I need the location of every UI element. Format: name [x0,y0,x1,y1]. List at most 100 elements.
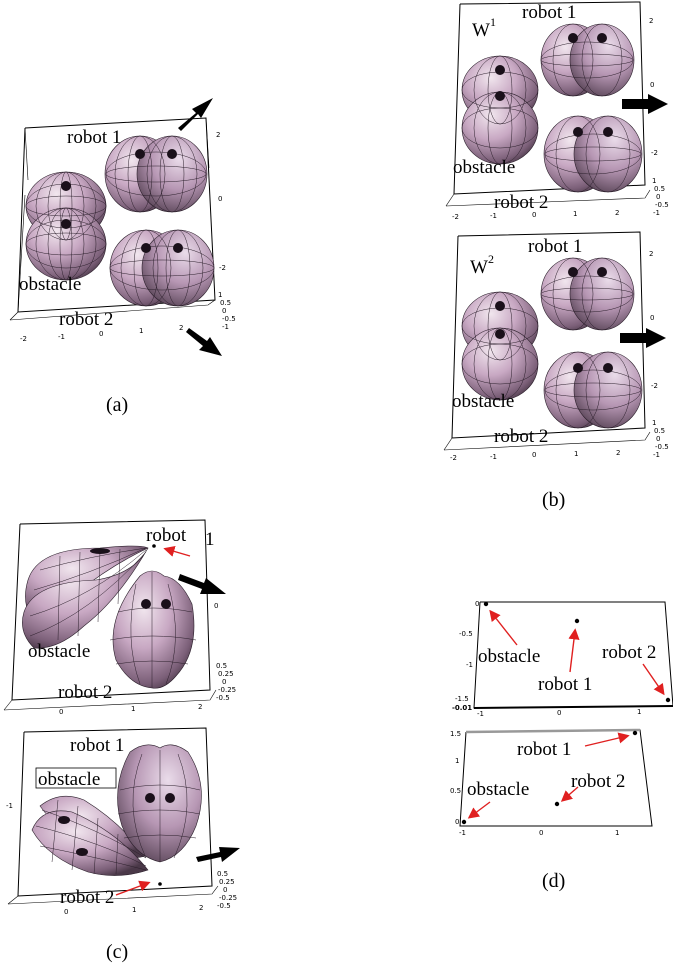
panel-b-bottom-direction-arrow [620,328,666,348]
svg-text:-2: -2 [452,213,459,221]
svg-text:-0.5: -0.5 [217,902,231,910]
panel-b-top-x-ticks: -2 -1 0 1 2 [452,209,619,221]
panel-b-bottom-robot1-label: robot 1 [528,236,582,257]
svg-text:0: 0 [650,81,654,89]
svg-text:-1: -1 [653,209,660,217]
panel-b-bottom: W 2 robot 1 obstacle robot 2 -2 -1 0 1 2… [443,231,669,511]
panel-b-bottom-z-ticks: 2 0 -2 [649,250,658,390]
panel-d-top-robot1-arrow [568,628,580,673]
panel-c-bottom-robot1-surface [117,744,202,863]
panel-b-top-obstacle-surface [461,55,539,165]
panel-a-direction-arrow-top [178,98,213,131]
svg-text:2: 2 [198,703,202,711]
panel-b-bottom-robot1-surface [540,257,635,331]
panel-c-bottom-direction-arrow [196,847,240,862]
panel-c-bottom-obstacle-surface [31,795,149,876]
panel-c-bottom-obstacle-label: obstacle [38,769,100,790]
svg-text:0: 0 [656,435,660,443]
svg-text:0.5: 0.5 [216,662,227,670]
panel-a: robot 1 obstacle robot 2 -2 -1 0 1 2 1 0… [9,98,236,416]
panel-b-top: W 1 robot 1 obstacle robot 2 -2 -1 0 1 2… [445,1,669,221]
svg-text:0.25: 0.25 [219,878,235,886]
panel-d-top: obstacle robot 1 robot 2 -1 0 1 0 -0.5 -… [452,600,673,718]
panel-d-top-obstacle-point [483,601,489,607]
panel-d-top-robot2-label: robot 2 [602,642,656,663]
svg-text:0.5: 0.5 [220,299,231,307]
panel-d-bottom-robot1-point [632,730,638,736]
svg-text:1: 1 [574,450,578,458]
panel-d-bottom-robot2-label: robot 2 [571,771,625,792]
panel-a-z-ticks: 2 0 -2 [216,131,226,272]
svg-text:1: 1 [652,177,656,185]
panel-a-obstacle-surface [25,171,107,281]
panel-c-top-x-ticks: 0 1 2 [59,703,202,716]
panel-d-bottom-robot2-arrow [560,786,579,802]
panel-c-top: robot 1 obstacle robot 2 0 1 2 0.5 0.25 … [3,519,236,716]
panel-b-bottom-robot2-label: robot 2 [494,426,548,447]
svg-text:2: 2 [616,449,620,457]
panel-d-caption: (d) [542,870,565,892]
panel-d-bottom-obstacle-label: obstacle [467,779,529,800]
svg-text:-1: -1 [477,710,484,718]
panel-d-top-robot1-point [574,618,580,624]
svg-text:-1: -1 [466,661,473,669]
svg-text:W: W [470,257,488,278]
panel-b-top-z-ticks: 2 0 -2 [649,17,658,157]
panel-d-top-obstacle-label: obstacle [478,646,540,667]
panel-a-obstacle-label: obstacle [19,274,81,295]
svg-text:-1: -1 [222,323,229,331]
panel-d-top-obstacle-arrow [489,609,518,646]
panel-c-bottom-robot-point [158,882,162,886]
svg-text:0: 0 [64,908,68,916]
svg-text:-1: -1 [6,802,13,810]
svg-text:0.5: 0.5 [450,787,461,795]
svg-text:2: 2 [199,904,203,912]
svg-text:-0.25: -0.25 [219,894,237,902]
panel-c-top-red-arrow [163,545,191,557]
svg-text:0: 0 [539,829,543,837]
panel-c-top-robot-point [152,544,156,548]
svg-text:2: 2 [649,17,653,25]
panel-a-robot2-label: robot 2 [59,309,113,330]
panel-c-top-robot2-label: robot 2 [58,682,112,703]
svg-text:-2: -2 [651,382,658,390]
svg-text:-0.5: -0.5 [655,443,669,451]
svg-text:0: 0 [223,886,227,894]
panel-c-bottom-z-ticks: -1 [6,802,13,810]
svg-text:-2: -2 [219,264,226,272]
panel-a-robot1-label: robot 1 [67,127,121,148]
panel-b-bottom-x-ticks: -2 -1 0 1 2 [450,449,620,462]
panel-d-top-robot1-label: robot 1 [538,674,592,695]
panel-a-robot1-surface [104,135,208,213]
panel-d-top-frame [473,601,673,709]
svg-text:0.5: 0.5 [654,427,665,435]
svg-text:-2: -2 [450,454,457,462]
panel-a-caption: (a) [106,394,128,416]
panel-c-top-robot-label: robot [146,525,187,546]
svg-text:1: 1 [131,705,135,713]
svg-text:0: 0 [532,211,536,219]
svg-text:2: 2 [179,324,183,332]
panel-b-top-robot1-surface [540,23,635,97]
panel-d-bottom-robot1-label: robot 1 [517,739,571,760]
panel-d-top-x-ticks: -1 0 1 [477,708,641,718]
panel-a-direction-arrow-bottom [186,328,222,356]
panel-d-top-robot2-arrow [642,663,665,696]
panel-b-top-direction-arrow [622,94,668,114]
panel-d-bottom-y-ticks: 1.5 1 0.5 0 [450,730,461,826]
svg-text:0: 0 [532,451,536,459]
panel-c-top-robot1-surface [109,570,197,689]
svg-text:0: 0 [650,314,654,322]
svg-text:0: 0 [557,709,561,717]
svg-text:-1: -1 [490,453,497,461]
panel-c-top-box [3,519,217,711]
svg-text:0: 0 [99,330,103,338]
panel-c-top-robot1-suffix: 1 [205,529,215,550]
svg-text:2: 2 [216,131,220,139]
panel-c-top-y-ticks: 0.5 0.25 0 -0.25 -0.5 [216,662,236,702]
svg-text:W: W [472,20,490,41]
panel-b-caption: (b) [542,489,565,511]
panel-d-bottom-robot2-point [554,801,560,807]
panel-d-top-edge-tick: -0.01 [452,704,472,712]
